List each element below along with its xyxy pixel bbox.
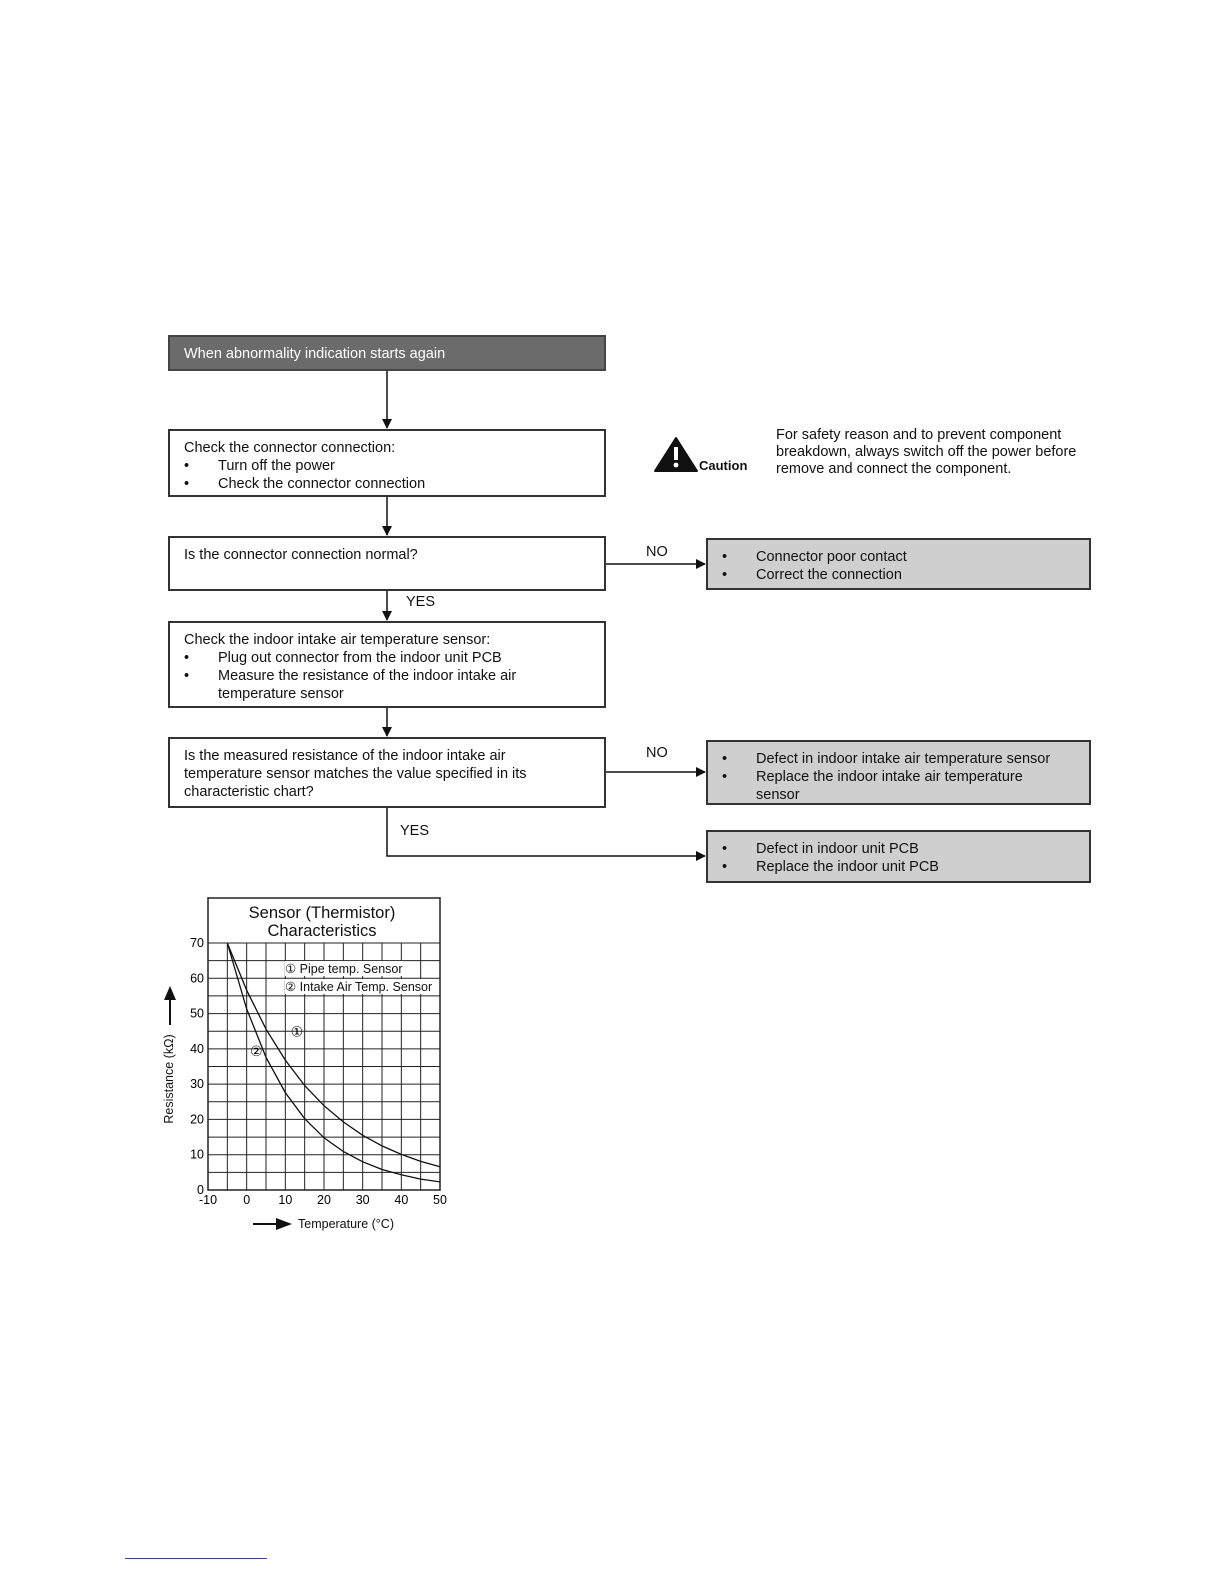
y-tick-label: 60 — [190, 971, 204, 985]
caution-text: For safety reason and to prevent compone… — [776, 427, 1077, 477]
check-connector-item: Turn off the power — [184, 457, 590, 475]
y-tick-label: 20 — [190, 1112, 204, 1126]
result-pcb-item: Defect in indoor unit PCB — [722, 840, 1075, 858]
y-tick-label: 50 — [190, 1007, 204, 1021]
yes-label: YES — [406, 594, 436, 610]
x-axis-arrowhead — [276, 1218, 292, 1230]
check-sensor-box: Check the indoor intake air temperature … — [168, 621, 606, 708]
legend-entry: ② Intake Air Temp. Sensor — [285, 979, 433, 994]
y-tick-label: 40 — [190, 1042, 204, 1056]
question-connector-text: Is the connector connection normal? — [184, 547, 418, 563]
result-sensor-item: Replace the indoor intake air temperatur… — [722, 768, 1075, 804]
check-connector-box: Check the connector connection: Turn off… — [168, 429, 606, 497]
x-tick-label: 0 — [243, 1193, 250, 1207]
yes-label: YES — [400, 823, 430, 839]
y-tick-label: 30 — [190, 1077, 204, 1091]
check-connector-title: Check the connector connection: — [184, 440, 396, 456]
legend-entry: ① Pipe temp. Sensor — [285, 961, 403, 976]
series-marker-2: ② — [250, 1044, 263, 1060]
y-axis-label: Resistance (kΩ) — [162, 1034, 176, 1124]
x-tick-label: 50 — [433, 1193, 447, 1207]
check-sensor-item: Measure the resistance of the indoor int… — [184, 667, 590, 703]
question-connector-box: Is the connector connection normal? — [168, 536, 606, 591]
check-sensor-item: Plug out connector from the indoor unit … — [184, 649, 590, 667]
x-tick-label: 20 — [317, 1193, 331, 1207]
y-tick-label: 10 — [190, 1148, 204, 1162]
result-sensor-item: Defect in indoor intake air temperature … — [722, 750, 1075, 768]
no-label: NO — [646, 745, 668, 761]
footer-rule — [125, 1558, 267, 1559]
arrow-resistance-yes — [386, 808, 706, 861]
result-contact-box: Connector poor contact Correct the conne… — [706, 538, 1091, 590]
result-contact-item: Connector poor contact — [722, 548, 1075, 566]
y-axis-arrowhead — [164, 986, 176, 1000]
series-line-1 — [226, 942, 441, 1168]
result-sensor-box: Defect in indoor intake air temperature … — [706, 740, 1091, 805]
result-pcb-item: Replace the indoor unit PCB — [722, 858, 1075, 876]
y-tick-label: 70 — [190, 936, 204, 950]
no-label: NO — [646, 544, 668, 560]
question-resistance-text: Is the measured resistance of the indoor… — [184, 748, 527, 800]
x-axis-label: Temperature (°C) — [298, 1217, 394, 1231]
x-tick-label: 10 — [278, 1193, 292, 1207]
result-pcb-box: Defect in indoor unit PCB Replace the in… — [706, 830, 1091, 883]
x-tick-label: 30 — [356, 1193, 370, 1207]
series-line-2 — [226, 942, 441, 1183]
chart-title: Sensor (Thermistor) Characteristics — [248, 904, 396, 940]
y-tick-label: 0 — [197, 1183, 204, 1197]
x-tick-label: 40 — [394, 1193, 408, 1207]
question-resistance-box: Is the measured resistance of the indoor… — [168, 737, 606, 808]
x-tick-label: -10 — [199, 1193, 217, 1207]
start-box: When abnormality indication starts again — [168, 335, 606, 371]
series-marker-1: ① — [291, 1025, 304, 1041]
start-text: When abnormality indication starts again — [184, 346, 446, 362]
caution-label: Caution — [699, 458, 748, 473]
result-contact-item: Correct the connection — [722, 566, 1075, 584]
warning-triangle-icon — [654, 437, 698, 472]
check-sensor-title: Check the indoor intake air temperature … — [184, 632, 491, 648]
check-connector-item: Check the connector connection — [184, 475, 590, 493]
